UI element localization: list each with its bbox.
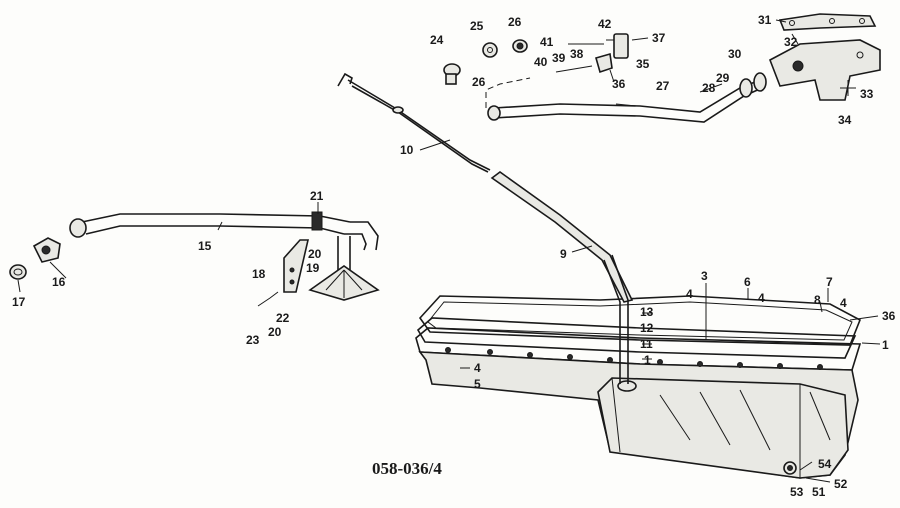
callout-3: 3 [701,269,708,283]
callout-24: 24 [430,33,444,47]
dipstick-tube [490,171,634,384]
callout-53: 53 [790,485,804,499]
callout-1: 1 [882,338,889,352]
callout-51: 51 [812,485,826,499]
callout-29: 29 [716,71,730,85]
callout-39: 39 [552,51,566,65]
callout-30: 30 [728,47,742,61]
callout-16: 16 [52,275,66,289]
callout-41: 41 [540,35,554,49]
callout-36: 36 [612,77,626,91]
callout-32: 32 [784,35,798,49]
callout-25: 25 [470,19,484,33]
callout-10: 10 [400,143,414,157]
leader-lines [17,19,881,483]
top-hardware [443,33,629,108]
dipstick [337,72,491,173]
callout-31: 31 [758,13,772,27]
callout-labels: 1 36 3 4 4 4 4 5 6 7 8 9 10 11 12 13 1 1… [12,13,896,499]
callout-37: 37 [652,31,666,45]
callout-23: 23 [246,333,260,347]
callout-38: 38 [570,47,584,61]
callout-6: 6 [744,275,751,289]
callout-33: 33 [860,87,874,101]
callout-4c: 4 [840,296,847,310]
callout-9: 9 [560,247,567,261]
oil-pipe-assembly [487,13,881,123]
callout-11: 11 [640,337,653,351]
oil-pan [415,295,862,479]
callout-17: 17 [12,295,26,309]
callout-34: 34 [838,113,852,127]
callout-26b: 26 [472,75,486,89]
callout-4d: 4 [474,361,481,375]
callout-12: 12 [640,321,654,335]
callout-2: 36 [882,309,896,323]
callout-28: 28 [702,81,716,95]
drawing-caption: 058-036/4 [372,459,442,478]
callout-42: 42 [598,17,612,31]
callout-27: 27 [656,79,670,93]
callout-1b: 1 [644,353,651,367]
callout-19: 19 [306,261,320,275]
callout-5: 5 [474,377,481,391]
callout-40: 40 [534,55,548,69]
callout-20b: 20 [268,325,282,339]
callout-13: 13 [640,305,654,319]
callout-54: 54 [818,457,832,471]
callout-52: 52 [834,477,848,491]
callout-20a: 20 [308,247,322,261]
callout-15: 15 [198,239,212,253]
callout-18: 18 [252,267,266,281]
callout-4b: 4 [758,291,765,305]
callout-7: 7 [826,275,833,289]
callout-8: 8 [814,293,821,307]
callout-22: 22 [276,311,290,325]
callout-26a: 26 [508,15,522,29]
callout-35: 35 [636,57,650,71]
callout-21: 21 [310,189,324,203]
callout-4a: 4 [686,287,693,301]
